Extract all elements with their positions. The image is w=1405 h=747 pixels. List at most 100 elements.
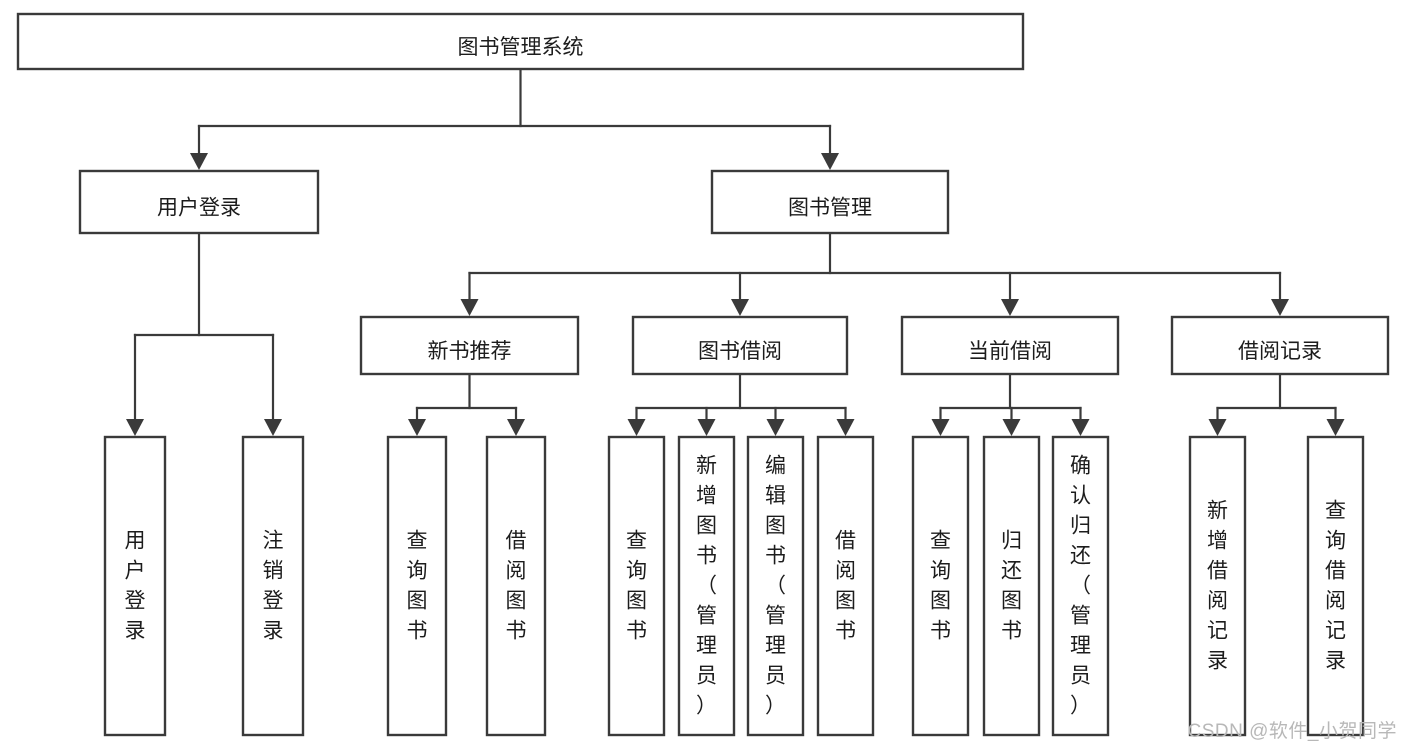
node-label-leaf-confirm-return: 管 bbox=[1070, 605, 1091, 628]
connector-group-book-manage bbox=[460, 231, 1289, 316]
node-label-leaf-confirm-return: 还 bbox=[1070, 545, 1091, 568]
node-label-leaf-add-record: 记 bbox=[1207, 620, 1228, 643]
node-book-manage[interactable]: 图书管理 bbox=[710, 169, 950, 235]
arrow-head-leaf-query-record bbox=[1326, 419, 1345, 436]
node-label-leaf-borrow-book: 借 bbox=[835, 530, 856, 553]
node-label-leaf-return-book: 还 bbox=[1001, 560, 1022, 583]
connector-group-current-borrow bbox=[931, 372, 1090, 436]
node-box-leaf-return-book bbox=[982, 435, 1041, 737]
arrow-head-leaf-user-logout bbox=[264, 419, 282, 436]
node-label-leaf-edit-book: ） bbox=[765, 695, 786, 718]
node-label-leaf-return-book: 归 bbox=[1001, 530, 1022, 553]
node-label-leaf-edit-book: 管 bbox=[765, 605, 786, 628]
node-label-leaf-add-book: ） bbox=[696, 695, 717, 718]
arrow-head-leaf-borrow-book bbox=[836, 419, 855, 436]
node-label-leaf-query-book-borrow: 书 bbox=[626, 620, 647, 643]
node-label-root: 图书管理系统 bbox=[458, 36, 584, 59]
node-label-leaf-borrow-book-rec: 借 bbox=[506, 530, 527, 553]
node-label-leaf-edit-book: 员 bbox=[765, 665, 786, 688]
node-label-leaf-confirm-return: 认 bbox=[1070, 485, 1091, 508]
node-box-root bbox=[16, 12, 1025, 71]
node-label-leaf-confirm-return: 理 bbox=[1070, 635, 1091, 658]
node-box-leaf-edit-book bbox=[746, 435, 805, 737]
node-label-leaf-return-book: 图 bbox=[1001, 590, 1022, 613]
node-label-leaf-add-book: 增 bbox=[696, 485, 717, 508]
node-label-leaf-query-book-borrow: 询 bbox=[626, 560, 647, 583]
arrow-head-leaf-query-book-borrow bbox=[627, 419, 646, 436]
node-label-leaf-confirm-return: 归 bbox=[1070, 515, 1091, 538]
arrow-head-borrow-record bbox=[1271, 299, 1289, 316]
node-user-login[interactable]: 用户登录 bbox=[78, 169, 320, 235]
node-label-leaf-return-book: 书 bbox=[1001, 620, 1022, 643]
node-label-leaf-edit-book: （ bbox=[765, 575, 786, 598]
node-label-leaf-edit-book: 理 bbox=[765, 635, 786, 658]
node-label-book-borrow: 图书借阅 bbox=[698, 340, 782, 363]
arrow-head-leaf-edit-book bbox=[766, 419, 785, 436]
arrow-head-leaf-confirm-return bbox=[1071, 419, 1090, 436]
node-root[interactable]: 图书管理系统 bbox=[16, 12, 1025, 71]
node-label-leaf-confirm-return: ） bbox=[1070, 695, 1091, 718]
arrow-head-book-manage bbox=[821, 153, 839, 170]
node-box-book-borrow bbox=[631, 315, 849, 376]
node-label-leaf-add-record: 录 bbox=[1207, 650, 1228, 673]
node-box-leaf-query-book-cur bbox=[911, 435, 970, 737]
node-label-leaf-query-book-borrow: 图 bbox=[626, 590, 647, 613]
node-box-current-borrow bbox=[900, 315, 1120, 376]
node-label-user-login: 用户登录 bbox=[157, 197, 241, 220]
node-box-leaf-query-book-borrow bbox=[607, 435, 666, 737]
node-box-leaf-borrow-book-rec bbox=[485, 435, 547, 737]
node-label-leaf-confirm-return: 员 bbox=[1070, 665, 1091, 688]
node-box-leaf-query-book-rec bbox=[386, 435, 448, 737]
node-new-book-rec[interactable]: 新书推荐 bbox=[359, 315, 580, 376]
arrow-head-leaf-add-book bbox=[697, 419, 716, 436]
node-label-leaf-borrow-book: 书 bbox=[835, 620, 856, 643]
node-leaf-user-login[interactable]: 用户登录 bbox=[103, 435, 167, 737]
node-label-leaf-confirm-return: 确 bbox=[1070, 455, 1091, 478]
node-label-borrow-record: 借阅记录 bbox=[1238, 340, 1322, 363]
node-label-leaf-query-record: 借 bbox=[1325, 560, 1346, 583]
arrow-head-leaf-borrow-book-rec bbox=[507, 419, 525, 436]
node-label-leaf-add-book: （ bbox=[696, 575, 717, 598]
arrow-head-current-borrow bbox=[1001, 299, 1019, 316]
connector-group-borrow-record bbox=[1208, 372, 1345, 436]
node-label-leaf-edit-book: 编 bbox=[765, 455, 786, 478]
node-label-leaf-add-record: 新 bbox=[1207, 500, 1228, 523]
node-book-borrow[interactable]: 图书借阅 bbox=[631, 315, 849, 376]
node-label-leaf-user-logout: 注 bbox=[263, 530, 284, 553]
node-label-leaf-add-book: 新 bbox=[696, 455, 717, 478]
node-label-leaf-add-book: 员 bbox=[696, 665, 717, 688]
node-label-leaf-user-login: 登 bbox=[125, 590, 146, 613]
arrow-head-leaf-query-book-rec bbox=[408, 419, 426, 436]
node-label-leaf-query-book-cur: 询 bbox=[930, 560, 951, 583]
node-label-leaf-edit-book: 辑 bbox=[765, 485, 786, 508]
node-box-leaf-add-book bbox=[677, 435, 736, 737]
arrow-head-leaf-add-record bbox=[1208, 419, 1227, 436]
node-current-borrow[interactable]: 当前借阅 bbox=[900, 315, 1120, 376]
connectors-layer bbox=[126, 67, 1345, 436]
node-box-leaf-borrow-book bbox=[816, 435, 875, 737]
node-box-new-book-rec bbox=[359, 315, 580, 376]
node-box-user-login bbox=[78, 169, 320, 235]
node-label-leaf-query-book-rec: 图 bbox=[407, 590, 428, 613]
node-label-leaf-query-book-borrow: 查 bbox=[626, 530, 647, 553]
node-label-leaf-borrow-book: 阅 bbox=[835, 560, 856, 583]
node-label-leaf-query-book-cur: 查 bbox=[930, 530, 951, 553]
node-label-leaf-add-record: 借 bbox=[1207, 560, 1228, 583]
node-label-leaf-add-record: 阅 bbox=[1207, 590, 1228, 613]
arrow-head-leaf-user-login bbox=[126, 419, 144, 436]
node-borrow-record[interactable]: 借阅记录 bbox=[1170, 315, 1390, 376]
